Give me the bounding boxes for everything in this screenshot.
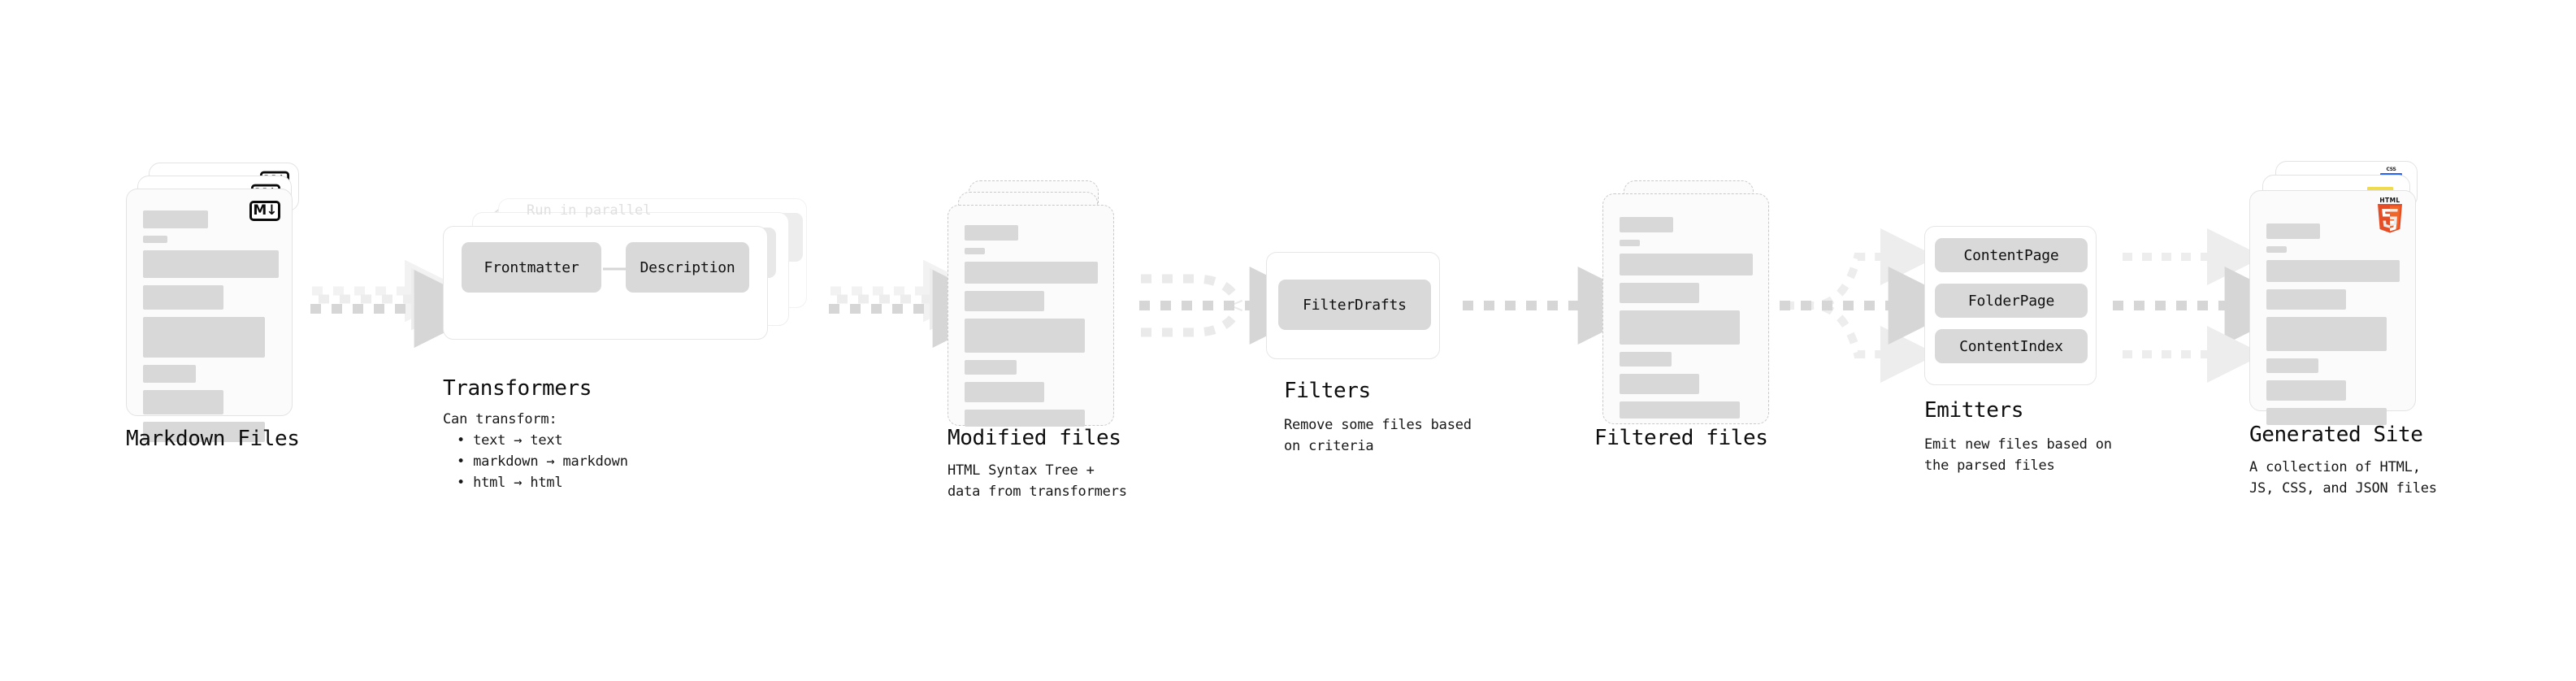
- filters-card: FilterDrafts: [1266, 252, 1440, 359]
- doc-skeleton: [2266, 223, 2400, 432]
- connector-md-to-transformers: [310, 259, 492, 348]
- html5-icon: HTML: [2376, 197, 2404, 233]
- transformer-item-description[interactable]: Description: [626, 242, 749, 293]
- doc-card-front: HTML: [2249, 190, 2416, 425]
- markdown-icon: M↓: [249, 201, 280, 221]
- transformers-bullet-2: • html → html: [457, 475, 563, 491]
- stage-title-transformers: Transformers: [443, 376, 592, 401]
- emitter-item-contentindex[interactable]: ContentIndex: [1935, 329, 2088, 363]
- emitter-item-contentpage[interactable]: ContentPage: [1935, 238, 2088, 272]
- doc-skeleton: [143, 210, 279, 449]
- connector-modified-to-filters: [1139, 267, 1328, 345]
- emitter-item-folderpage[interactable]: FolderPage: [1935, 284, 2088, 318]
- stage-desc-emitters: Emit new files based on the parsed files: [1924, 436, 2112, 475]
- stage-title-generated-site: Generated Site: [2249, 423, 2423, 447]
- transformer-item-frontmatter[interactable]: Frontmatter: [462, 242, 601, 293]
- annotation-run-in-parallel: Run in parallel: [527, 202, 652, 219]
- doc-skeleton: [965, 225, 1099, 434]
- stage-title-modified-files: Modified files: [948, 426, 1121, 450]
- transformer-card-front: Frontmatter Description: [443, 226, 768, 340]
- transformers-bullet-0: • text → text: [457, 432, 563, 449]
- stage-markdown-files: M↓ M↓ M↓: [126, 163, 301, 442]
- connector-emitters-to-site: [2113, 228, 2303, 383]
- stage-filtered-files: [1602, 180, 1777, 432]
- stage-title-markdown-files: Markdown Files: [126, 427, 300, 451]
- connector-transformers-to-modified: [829, 259, 1011, 348]
- stage-desc-transformers: Can transform:: [443, 411, 557, 427]
- filter-item-filterdrafts[interactable]: FilterDrafts: [1278, 280, 1431, 330]
- doc-card-front: M↓: [126, 189, 293, 442]
- stage-modified-files: [948, 180, 1122, 432]
- stage-desc-filters: Remove some files based on criteria: [1284, 417, 1472, 455]
- stage-desc-generated-site: A collection of HTML, JS, CSS, and JSON …: [2249, 459, 2437, 497]
- stage-title-filtered-files: Filtered files: [1594, 426, 1768, 450]
- doc-card-front: [1602, 193, 1769, 424]
- doc-skeleton: [1620, 217, 1754, 426]
- transformers-bullet-1: • markdown → markdown: [457, 453, 628, 470]
- stage-generated-site: CSS HTML: [2249, 161, 2436, 429]
- emitters-card: ContentPage FolderPage ContentIndex: [1924, 226, 2097, 385]
- stage-desc-modified-files: HTML Syntax Tree + data from transformer…: [948, 462, 1127, 501]
- stage-title-filters: Filters: [1284, 379, 1371, 403]
- stage-title-emitters: Emitters: [1924, 398, 2024, 423]
- doc-card-front: [948, 205, 1114, 427]
- connector-filtered-to-emitters: [1780, 228, 1967, 383]
